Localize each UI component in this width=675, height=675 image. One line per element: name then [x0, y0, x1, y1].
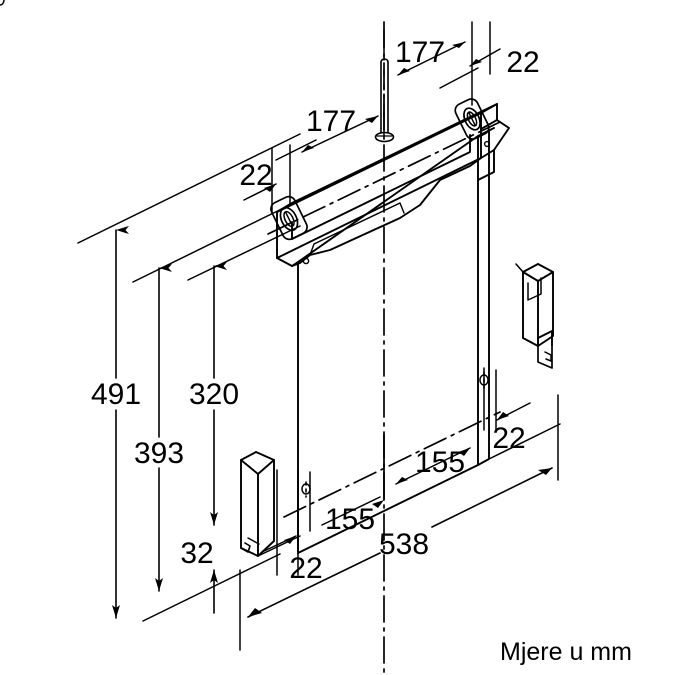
dimension-label-155-lower: 155	[325, 503, 375, 536]
dimension-22-upper-geometry	[469, 21, 501, 75]
dimension-label-155-upper: 155	[415, 446, 465, 479]
dimension-label-32: 32	[180, 537, 213, 570]
dimension-label-22-upper: 22	[506, 46, 539, 79]
dimension-labels-group: 177 22 177 22 491 320 393 32 22 155 155 …	[91, 36, 540, 585]
construction-lines	[257, 423, 561, 557]
dimension-label-22-lower: 22	[239, 159, 272, 192]
lower-axis-line	[283, 411, 501, 518]
hole-markers	[0, 0, 489, 498]
dimension-32-geometry	[210, 569, 218, 614]
upper-axis-line	[267, 121, 501, 235]
dimension-label-177-lower: 177	[306, 105, 356, 138]
dimension-label-538: 538	[379, 528, 429, 561]
dimension-393-geometry	[132, 199, 301, 592]
right-hinge-eyelet	[454, 98, 491, 148]
lower-left-bracket	[240, 451, 275, 557]
dimension-label-320: 320	[189, 378, 239, 411]
dimension-538-geometry	[239, 394, 559, 651]
units-caption: Mjere u mm	[500, 638, 632, 666]
appliance-body	[276, 103, 510, 554]
dimension-label-22-right: 22	[492, 422, 525, 455]
dimension-320-geometry	[187, 225, 301, 526]
dimension-label-177-upper: 177	[395, 36, 445, 69]
dimension-22-lower-geometry	[243, 147, 277, 213]
dimension-491-geometry	[77, 133, 301, 622]
dimension-label-491: 491	[91, 378, 141, 411]
dimension-22-right-geometry	[495, 369, 531, 431]
right-wall-bracket	[515, 263, 554, 369]
dimension-177-lower-geometry	[275, 93, 385, 206]
dimension-155-upper-geometry	[383, 367, 485, 501]
dimension-label-22-bottom: 22	[289, 552, 322, 585]
dimension-177-upper-geometry	[383, 21, 479, 106]
dimension-label-393: 393	[134, 437, 184, 470]
